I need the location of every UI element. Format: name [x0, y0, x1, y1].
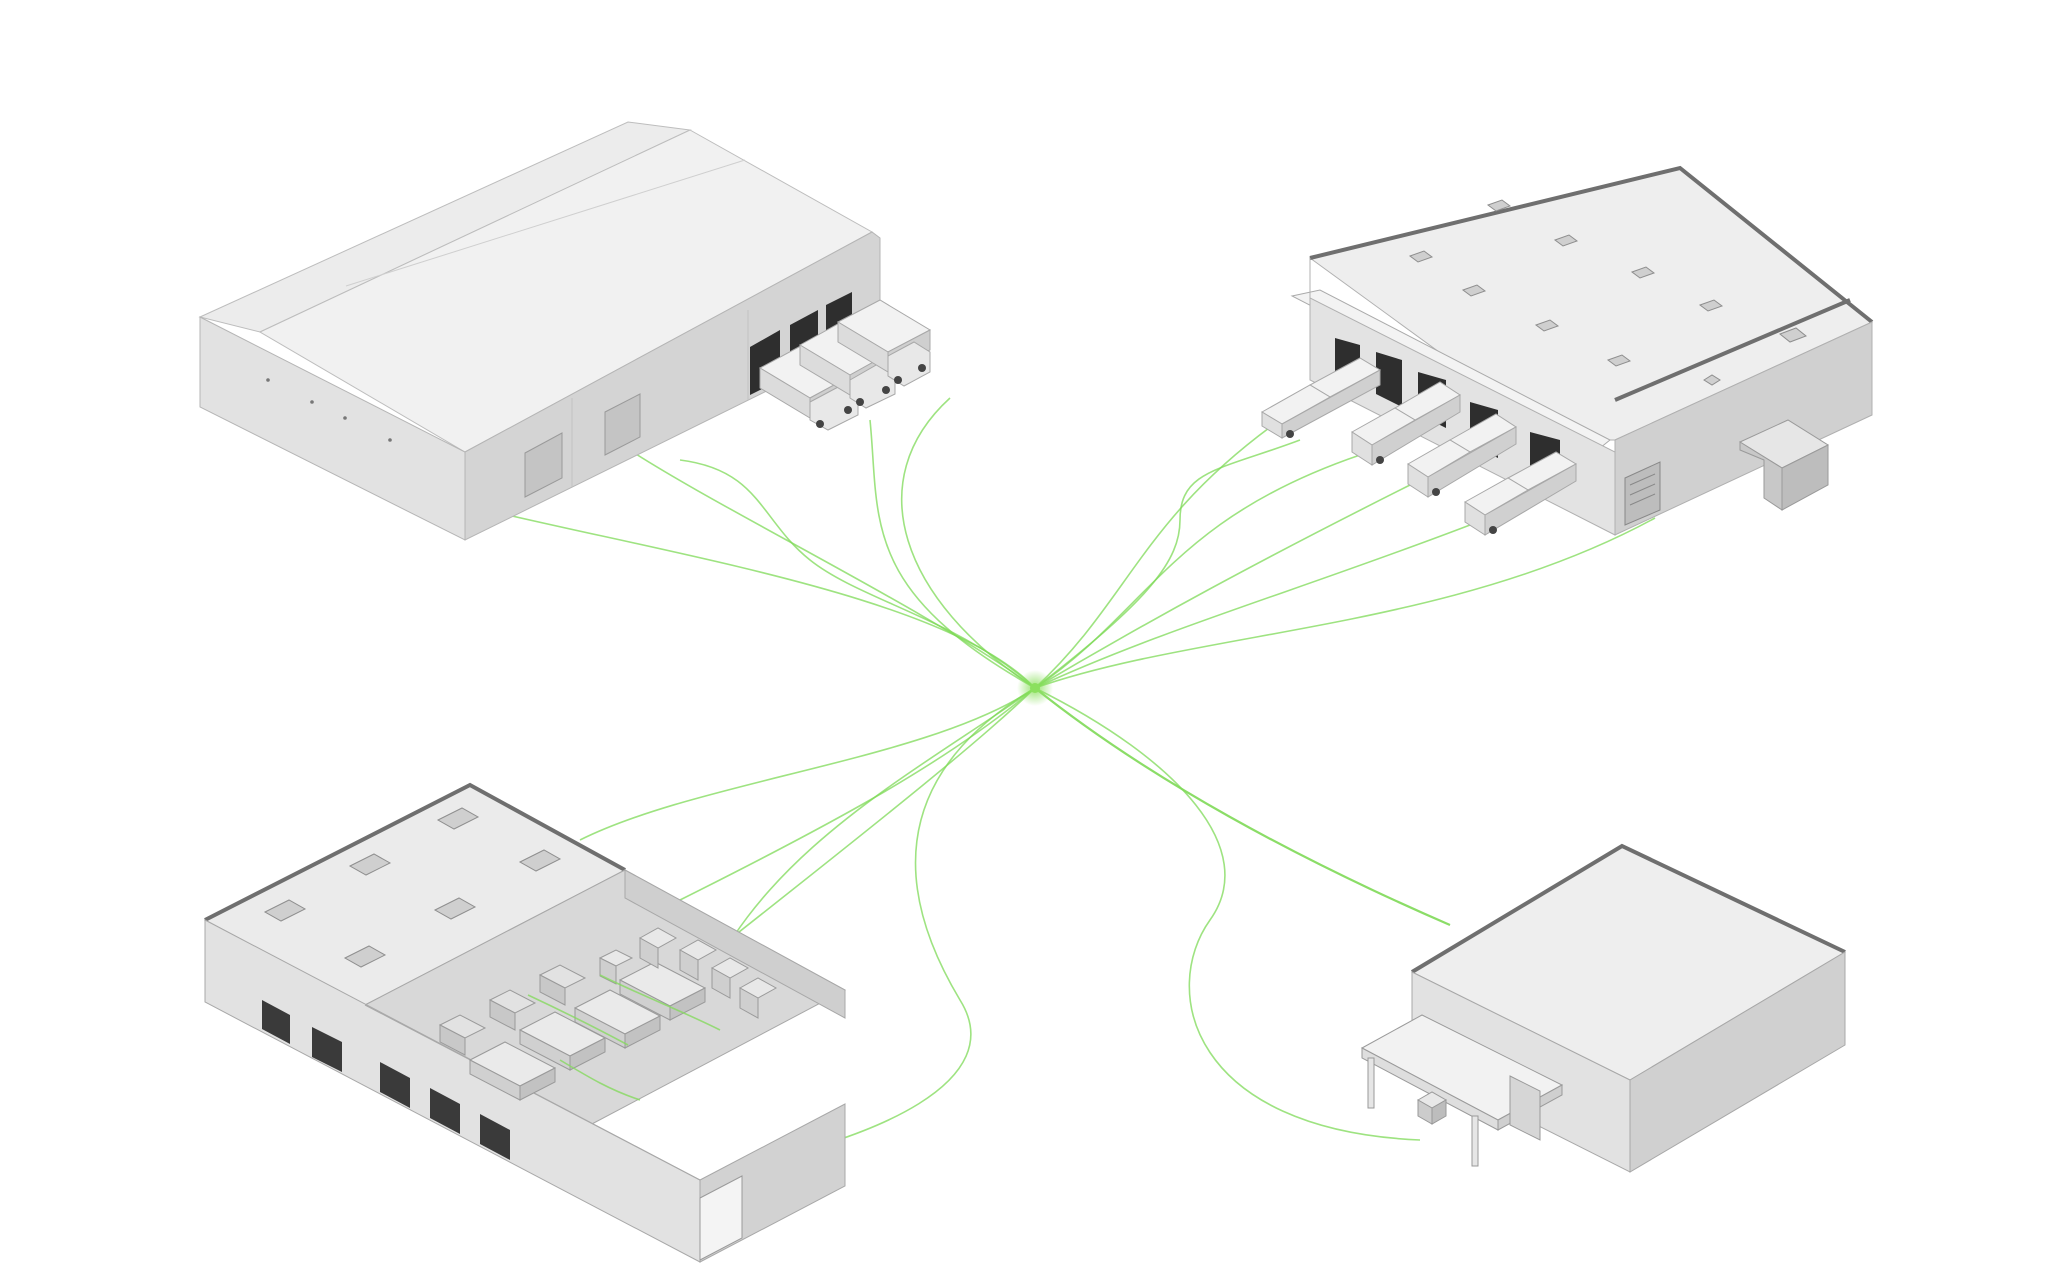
- door-2: [604, 393, 641, 456]
- line-tr-6: [1034, 517, 1656, 689]
- truck-tr-2: [1351, 381, 1461, 466]
- internal-flow-lines: [527, 974, 721, 1101]
- canopy-post-1: [1367, 1057, 1375, 1109]
- storage-racks: [438, 927, 778, 1101]
- facility-bottom-left: [203, 782, 847, 1263]
- line-tl-5: [679, 459, 1036, 689]
- doorway: [1509, 1075, 1541, 1141]
- wall-right: [1614, 321, 1873, 536]
- line-tr-5: [1034, 439, 1301, 689]
- line-bl-5: [639, 687, 1036, 1011]
- line-tr-1: [1034, 419, 1281, 689]
- line-tl-3: [869, 419, 1036, 689]
- annex-side: [1781, 444, 1829, 511]
- line-bl-1: [579, 687, 1036, 841]
- truck-tr-4: [1464, 451, 1578, 536]
- line-tl-1: [494, 511, 1036, 689]
- wall-right: [1629, 951, 1846, 1173]
- distribution-center-top-right: [1261, 165, 1874, 536]
- building-bottom-right: [1360, 843, 1847, 1173]
- truck-tl-3: [836, 299, 932, 387]
- line-bl-3: [679, 687, 1036, 901]
- roof-skylights: [263, 807, 562, 968]
- line-tr-3: [1034, 479, 1421, 689]
- truck-tr-3: [1407, 413, 1517, 498]
- line-br-1: [1034, 687, 1451, 927]
- wall-right: [464, 231, 881, 541]
- line-br-2: [1034, 687, 1421, 1141]
- line-bl-4: [719, 687, 1036, 1171]
- front-doors: [262, 1000, 510, 1160]
- line-tr-4: [1034, 524, 1471, 689]
- canopy-post-2: [1471, 1115, 1479, 1167]
- loading-door: [699, 1175, 743, 1261]
- warehouse-top-left: [198, 121, 932, 541]
- line-tl-2: [621, 444, 1036, 689]
- door-1: [524, 432, 563, 498]
- truck-tr-1: [1261, 357, 1382, 439]
- hub-node: [1030, 683, 1040, 693]
- skylights: [1408, 199, 1807, 386]
